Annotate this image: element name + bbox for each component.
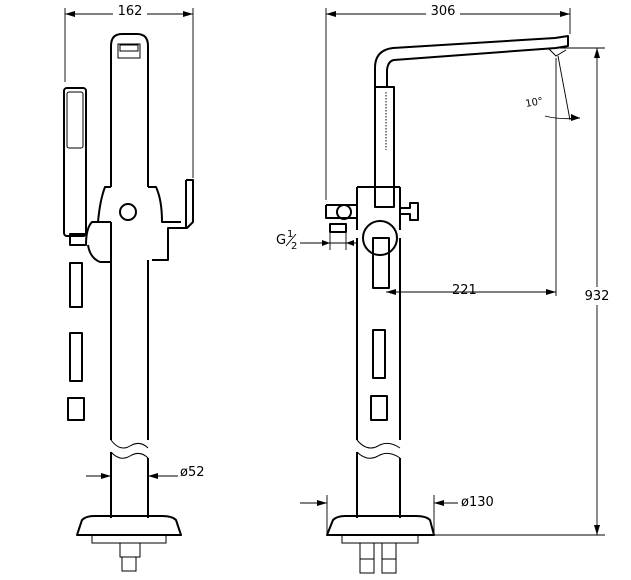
side-connector-right	[381, 558, 397, 574]
side-pipe	[356, 452, 401, 518]
dim-total-height: 932	[585, 289, 610, 304]
front-break-top	[110, 439, 149, 449]
dim-width-left: 162	[118, 4, 143, 19]
side-view	[325, 35, 569, 574]
side-aerator	[547, 47, 567, 57]
side-holder-round	[336, 204, 352, 220]
front-base	[76, 515, 182, 536]
side-hose-top	[372, 237, 390, 289]
side-spout	[374, 35, 569, 87]
front-view	[63, 33, 194, 572]
front-hand-shower	[63, 87, 87, 237]
dim-base-diameter: ø130	[461, 495, 494, 510]
front-handle-slot	[119, 44, 139, 52]
front-hose-1	[69, 262, 83, 308]
front-holder	[69, 221, 111, 263]
side-holder	[325, 204, 357, 219]
dim-angle: 10°	[525, 96, 544, 110]
front-column-upper	[110, 33, 149, 187]
side-upper-column	[374, 86, 395, 208]
side-feed-left	[359, 542, 375, 560]
front-shower-face	[66, 91, 84, 149]
dimension-labels: 162 306 10° G 1 2 221 932 ø52 ø130	[113, 2, 614, 510]
side-base	[326, 515, 435, 536]
side-base-plate	[341, 534, 419, 544]
side-break-top	[356, 439, 401, 449]
front-lever-edge	[168, 180, 187, 229]
side-break-bottom	[356, 451, 401, 459]
side-feed-right	[381, 542, 397, 560]
side-valve	[362, 220, 398, 256]
front-feed	[119, 542, 141, 558]
front-mixer-body	[97, 186, 181, 223]
dim-pipe-diameter: ø52	[180, 465, 205, 480]
front-mixer-hole	[119, 203, 137, 221]
side-inlet	[329, 223, 347, 233]
front-break-bottom	[110, 451, 149, 459]
dim-thread: G	[276, 233, 286, 248]
dim-thread-den: 2	[291, 241, 297, 252]
side-lever	[400, 202, 419, 221]
dim-thread-num: 1	[287, 229, 293, 240]
front-hose-end	[67, 397, 85, 421]
front-pipe	[110, 452, 149, 518]
front-column-lower	[110, 222, 149, 440]
front-hose-2	[69, 332, 83, 382]
side-hose-2	[372, 329, 386, 379]
side-column	[356, 260, 401, 440]
front-base-plate	[91, 534, 167, 544]
dim-spout-height: 221	[452, 283, 477, 298]
front-handle-top	[117, 43, 141, 59]
side-connector-left	[359, 558, 375, 574]
side-hose-end	[370, 395, 388, 421]
front-connector	[121, 556, 137, 572]
dim-width-right: 306	[431, 4, 456, 19]
